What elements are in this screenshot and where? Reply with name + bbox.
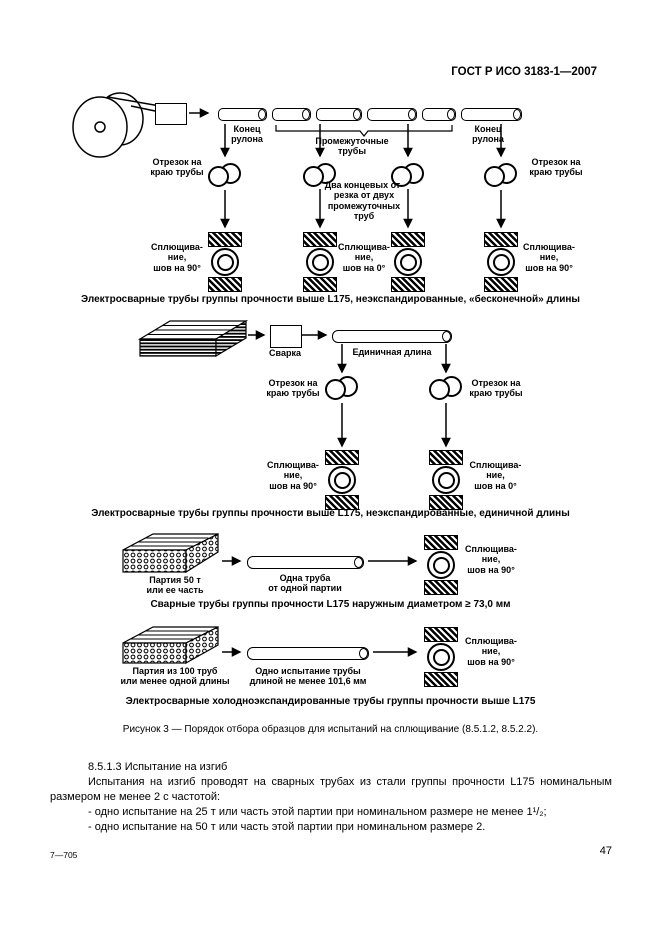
flattening-die-icon (208, 232, 242, 292)
ring-sample-icon (429, 376, 463, 400)
pipe-segment (218, 108, 267, 121)
print-order-number: 7—705 (50, 850, 78, 860)
single-pipe (247, 647, 369, 660)
ring-sample-icon (325, 376, 359, 400)
caption-diagram3: Сварные трубы группы прочности L175 нару… (150, 599, 511, 610)
ring-sample-icon (484, 163, 518, 187)
label-edge-cut-right: Отрезок на краю трубы (529, 157, 583, 178)
pipe-segment (272, 108, 311, 121)
caption-diagram4: Электросварные холодноэкспандированные т… (125, 696, 536, 707)
ring-sample-icon (208, 163, 242, 187)
list-item: - одно испытание на 50 т или часть этой … (88, 821, 486, 833)
pipe-segment (316, 108, 362, 121)
pipe-stack-icon-d4 (122, 626, 219, 665)
label-intermediate-pipes: Промежуточные трубы (315, 136, 389, 157)
caption-diagram2: Электросварные трубы группы прочности вы… (91, 508, 570, 519)
label-flatten-90-left: Сплющива- ние, шов на 90° (151, 242, 203, 273)
pipe-segment (461, 108, 522, 121)
label-batch-50t: Партия 50 т или ее часть (146, 575, 204, 596)
label-coil-end-left: Конец рулона (231, 124, 263, 145)
ring-sample-icon (391, 163, 425, 187)
ring-sample-icon (303, 163, 337, 187)
flattening-die-icon (391, 232, 425, 292)
single-pipe (332, 330, 452, 343)
label-batch-100-pipes: Партия из 100 труб или менее одной длины (120, 666, 230, 687)
label-flatten-0: Сплющива- ние, шов на 0° (469, 460, 522, 491)
single-pipe (247, 556, 364, 569)
section-heading: 8.5.1.3 Испытание на изгиб (88, 761, 228, 773)
pipe-stack-icon-d3 (122, 533, 219, 574)
label-unit-length: Единичная длина (352, 347, 432, 357)
label-two-end-cuts: Два концевых от- резка от двух промежуто… (324, 180, 404, 222)
label-flatten-90: Сплющива- ние, шов на 90° (465, 636, 517, 667)
arrows-diagram1 (189, 108, 506, 229)
figure-caption: Рисунок 3 — Порядок отбора образцов для … (122, 724, 539, 735)
flattening-die-icon (484, 232, 518, 292)
label-flatten-90: Сплющива- ние, шов на 90° (465, 544, 517, 575)
label-flatten-0-mid: Сплющива- ние, шов на 0° (338, 242, 390, 273)
list-item: - одно испытание на 25 т или часть этой … (88, 806, 547, 818)
label-edge-cut-left: Отрезок на краю трубы (266, 378, 320, 399)
label-one-pipe: Одна труба от одной партии (268, 573, 342, 594)
welding-box (270, 325, 302, 348)
pipe-string (218, 108, 522, 121)
caption-diagram1: Электросварные трубы группы прочности вы… (81, 294, 580, 305)
label-flatten-90-right: Сплющива- ние, шов на 90° (523, 242, 575, 273)
label-edge-cut-right: Отрезок на краю трубы (469, 378, 523, 399)
flattening-die-icon (325, 450, 359, 510)
label-coil-end-right: Конец рулона (472, 124, 504, 145)
pipe-segment (422, 108, 456, 121)
flattening-die-icon (424, 535, 458, 595)
flattening-die-icon (429, 450, 463, 510)
paragraph: Испытания на изгиб проводят на сварных т… (50, 776, 612, 803)
forming-mill-box (155, 103, 187, 125)
label-welding: Сварка (269, 348, 301, 358)
label-flatten-90: Сплющива- ние, шов на 90° (267, 460, 319, 491)
flattening-die-icon (424, 627, 458, 687)
label-edge-cut-left: Отрезок на краю трубы (150, 157, 204, 178)
flattening-die-icon (303, 232, 337, 292)
pipe-segment (367, 108, 417, 121)
label-one-test: Одно испытание трубы длиной не менее 101… (249, 666, 367, 687)
sheet-stack-icon (137, 319, 249, 358)
page-number: 47 (599, 845, 612, 857)
standard-number: ГОСТ Р ИСО 3183-1—2007 (451, 66, 597, 78)
intermediate-bracket (275, 125, 453, 137)
body-text: 8.5.1.3 Испытание на изгиб Испытания на … (50, 760, 612, 835)
arrows-diagram2 (248, 330, 451, 448)
coil-icon (72, 92, 161, 158)
